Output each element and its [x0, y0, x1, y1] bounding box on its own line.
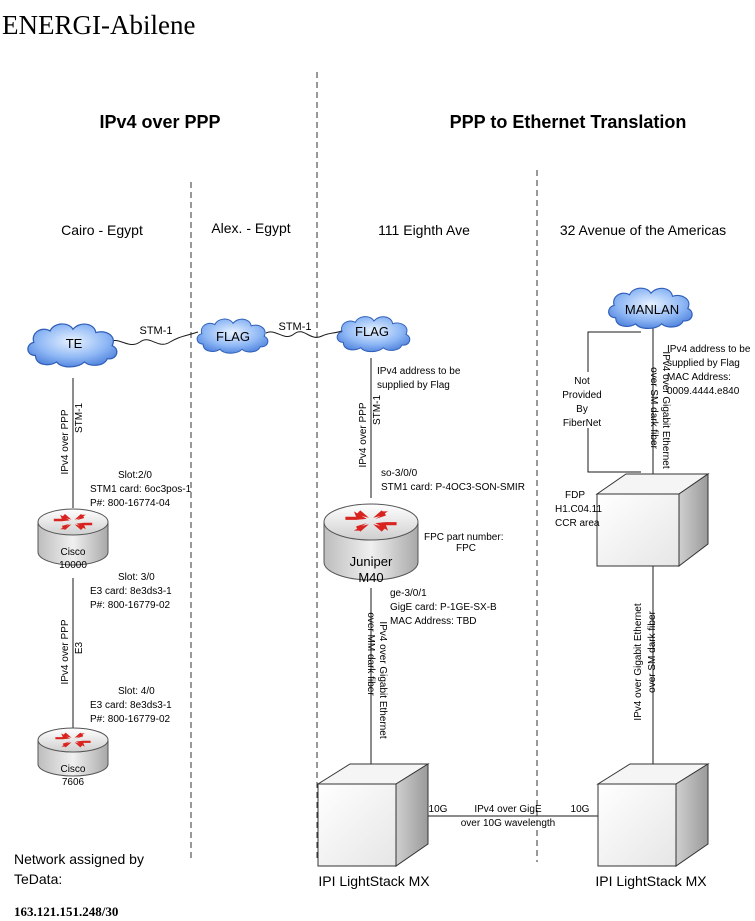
- flag-note-1: IPv4 address to be: [377, 366, 461, 377]
- cisco-10000-slot-bot-1: Slot: 3/0: [118, 572, 155, 583]
- cisco-10000-slot-bot-3: P#: 800-16779-02: [90, 600, 171, 611]
- flag-note-2: supplied by Flag: [377, 380, 450, 391]
- network-prefix: 163.121.151.248/30: [14, 904, 118, 919]
- gige-sm-top-label-1: IPv4 over Gigabit Ethernet: [660, 351, 671, 469]
- fdp-label-1: FDP: [565, 490, 585, 501]
- manlan-cloud: MANLAN: [608, 287, 693, 330]
- juniper-name-1: Juniper: [350, 554, 393, 569]
- cisco-10000-name-2: 10000: [59, 560, 87, 571]
- cisco-10000-slot-top-1: Slot:2/0: [118, 470, 152, 481]
- stm1-label-te-flag: STM-1: [140, 325, 173, 337]
- wave-label-2: over 10G wavelength: [461, 818, 556, 829]
- cisco-7606-info-1: Slot: 4/0: [118, 686, 155, 697]
- tenG-label-right: 10G: [571, 804, 590, 815]
- flag-cloud-eighth-label: FLAG: [355, 324, 389, 339]
- section-heading-left: IPv4 over PPP: [99, 112, 220, 132]
- cisco-7606-name-2: 7606: [62, 777, 85, 788]
- lightstack-left-box: [316, 763, 430, 867]
- fibernet-note: Not Provided By FiberNet: [554, 372, 610, 429]
- flag-cloud-alex-label: FLAG: [216, 329, 250, 344]
- cisco-10000-router: Cisco 10000: [37, 508, 109, 571]
- cisco-7606-info-2: E3 card: 8e3ds3-1: [90, 700, 172, 711]
- cisco-10000-name-1: Cisco: [60, 547, 85, 558]
- gige-sm-bot-label-1: IPv4 over Gigabit Ethernet: [633, 603, 644, 721]
- gige-sm-top-label-2: over SM dark fiber: [648, 367, 659, 449]
- fibernet-note-3: By: [576, 404, 588, 415]
- cisco-10000-slot-bot-2: E3 card: 8e3ds3-1: [90, 586, 172, 597]
- juniper-fpc-2: FPC: [456, 543, 476, 554]
- fdp-label-2: H1.C04.11: [555, 504, 603, 515]
- stm1-label-flag-flag: STM-1: [279, 321, 312, 333]
- stm1-vertical-label-1: STM-1: [74, 403, 85, 433]
- diagram-title: ENERGI-Abilene: [2, 10, 195, 40]
- juniper-so-1: so-3/0/0: [381, 468, 418, 479]
- manlan-cloud-label: MANLAN: [625, 302, 679, 317]
- manlan-note-2: supplied by Flag: [667, 358, 740, 369]
- e3-vertical-label: E3: [74, 641, 85, 654]
- cisco-10000-slot-top-3: P#: 800-16774-04: [90, 498, 171, 509]
- stm1-vertical-label-2: STM-1: [372, 395, 383, 425]
- ipv4-ppp-label-1: IPv4 over PPP: [60, 409, 71, 474]
- fibernet-note-1: Not: [574, 376, 590, 387]
- juniper-ge-3: MAC Address: TBD: [390, 616, 477, 627]
- network-assigned-line-1: Network assigned by: [14, 851, 144, 867]
- wave-label-1: IPv4 over GigE: [474, 804, 542, 815]
- lightstack-right-box: [596, 763, 710, 867]
- location-eighth-ave: 111 Eighth Ave: [378, 222, 470, 238]
- location-cairo: Cairo - Egypt: [61, 222, 143, 238]
- juniper-ge-2: GigE card: P-1GE-SX-B: [390, 602, 497, 613]
- network-assigned-line-2: TeData:: [14, 871, 62, 887]
- juniper-so-2: STM1 card: P-4OC3-SON-SMIR: [381, 482, 525, 493]
- juniper-fpc-1: FPC part number:: [424, 532, 503, 543]
- manlan-note-4: 0009.4444.e840: [667, 386, 740, 397]
- manlan-note-3: MAC Address:: [667, 372, 731, 383]
- te-cloud: TE: [27, 323, 118, 368]
- cisco-10000-slot-top-2: STM1 card: 6oc3pos-1: [90, 484, 192, 495]
- lightstack-left-label: IPI LightStack MX: [318, 873, 430, 889]
- cisco-7606-info-3: P#: 800-16779-02: [90, 714, 171, 725]
- fdp-box: [595, 473, 710, 568]
- flag-cloud-eighth: FLAG: [336, 315, 411, 353]
- gige-sm-bot-label-2: over SM dark fiber: [647, 610, 658, 692]
- gige-mm-label-2: over MM dark fiber: [365, 612, 376, 696]
- cisco-7606-router: Cisco 7606: [37, 727, 109, 788]
- lightstack-right-label: IPI LightStack MX: [595, 873, 707, 889]
- ipv4-ppp-label-2: IPv4 over PPP: [60, 619, 71, 684]
- fibernet-note-4: FiberNet: [563, 418, 602, 429]
- location-americas: 32 Avenue of the Americas: [560, 222, 726, 238]
- fdp-label-3: CCR area: [555, 518, 600, 529]
- te-cloud-label: TE: [66, 336, 83, 351]
- location-alex: Alex. - Egypt: [211, 220, 290, 236]
- juniper-ge-1: ge-3/0/1: [390, 588, 427, 599]
- flag-cloud-alex: FLAG: [196, 318, 269, 354]
- juniper-name-2: M40: [358, 570, 383, 585]
- juniper-m40-router: Juniper M40: [323, 503, 419, 585]
- manlan-note-1: IPv4 address to be: [667, 344, 751, 355]
- connection-lines: [72, 318, 654, 817]
- section-heading-right: PPP to Ethernet Translation: [450, 112, 687, 132]
- section-dividers: [190, 72, 538, 862]
- fibernet-note-2: Provided: [562, 390, 601, 401]
- gige-mm-label-1: IPv4 over Gigabit Ethernet: [377, 621, 388, 739]
- tenG-label-left: 10G: [429, 804, 448, 815]
- cisco-7606-name-1: Cisco: [60, 764, 85, 775]
- ipv4-ppp-label-3: IPv4 over PPP: [358, 402, 369, 467]
